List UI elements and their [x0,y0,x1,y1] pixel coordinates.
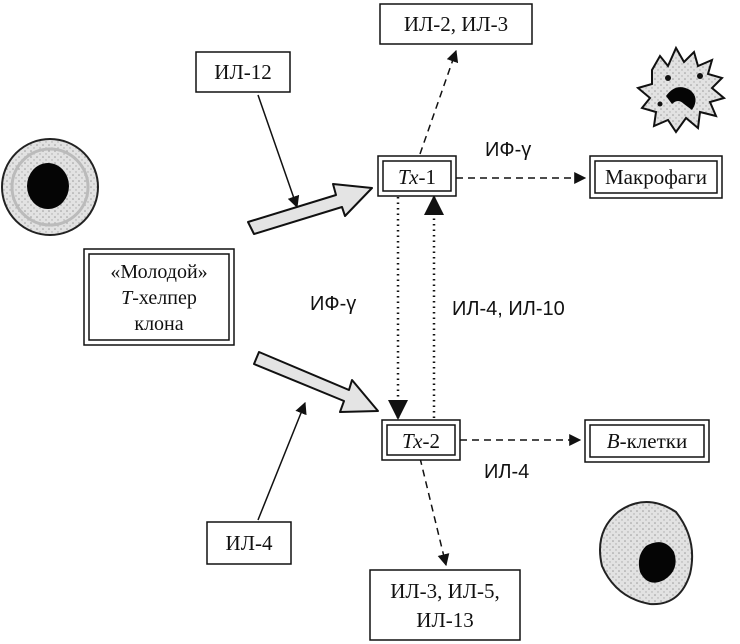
il3-il5-line2: ИЛ-13 [416,608,473,632]
b-cell-image [599,501,694,606]
il3-il5-il13-box: ИЛ-3, ИЛ-5, ИЛ-13 [369,569,521,641]
il4-box-text: ИЛ-4 [226,531,273,555]
macrophages-text: Макрофаги [605,165,707,189]
young-line3: клона [134,313,183,335]
lymphocyte-cell-image [1,138,99,236]
big-arrow-to-th2 [253,351,379,413]
b-cells-box: В-клетки [584,419,710,463]
il4-bcells-label: ИЛ-4 [484,461,529,483]
il3-il5-line1: ИЛ-3, ИЛ-5, [390,579,500,603]
il2-il3-box: ИЛ-2, ИЛ-3 [379,3,533,45]
il12-box: ИЛ-12 [195,51,291,93]
b-cells-text: В-клетки [607,429,687,453]
arrow-th2-to-il3-il5 [419,457,450,567]
arrow-il4-to-big-arrow [257,401,307,521]
il12-text: ИЛ-12 [214,60,271,84]
th1-box: Тх-1 [377,155,457,197]
ifn-gamma-label-top: ИФ-γ [485,139,531,161]
il4-box: ИЛ-4 [206,521,292,565]
il4-il10-label: ИЛ-4, ИЛ-10 [452,298,565,320]
arrow-th1-to-il2-il3 [419,49,459,155]
young-line2: Т-хелпер [121,287,197,309]
il2-il3-text: ИЛ-2, ИЛ-3 [404,12,508,36]
th2-label: Тх-2 [402,429,440,453]
macrophages-box: Макрофаги [589,155,723,199]
macrophage-cell-image [635,45,727,134]
young-t-helper-box: «Молодой» Т-хелпер клона [83,248,235,346]
arrow-il12-to-big-arrow [257,94,300,209]
young-line1: «Молодой» [110,261,207,283]
th1-label: Тх-1 [398,165,436,189]
th2-box: Тх-2 [381,419,461,461]
big-arrow-to-th1 [247,183,373,235]
ifn-gamma-label-middle: ИФ-γ [310,293,356,315]
